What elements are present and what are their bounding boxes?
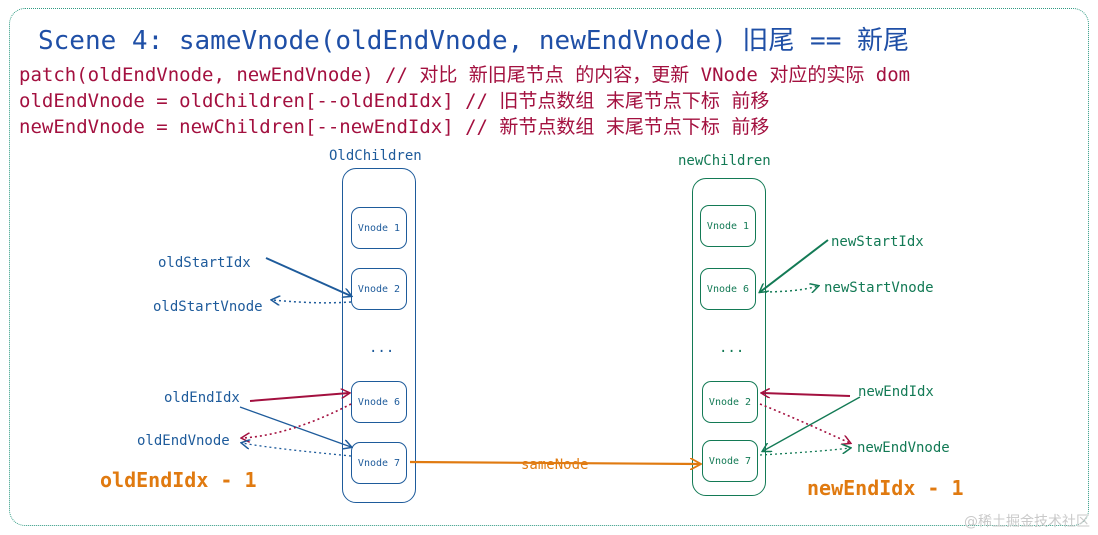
- new-node-2: Vnode 2: [702, 381, 758, 423]
- new-start-idx-label: newStartIdx: [831, 234, 924, 250]
- scene-title: Scene 4: sameVnode(oldEndVnode, newEndVn…: [38, 26, 910, 56]
- old-end-idx-minus-label: oldEndIdx - 1: [100, 468, 257, 492]
- old-node-6: Vnode 6: [351, 381, 407, 423]
- new-children-column: [692, 178, 766, 496]
- arrow-new-start-vnode: [759, 286, 818, 292]
- arrow-new-end-vnode-next: [759, 448, 850, 456]
- code-line-patch: patch(oldEndVnode, newEndVnode) // 对比 新旧…: [19, 64, 911, 86]
- arrow-old-start-vnode: [272, 300, 352, 303]
- same-node-label: sameNode: [519, 457, 591, 473]
- old-node-7: Vnode 7: [351, 442, 407, 484]
- arrow-old-start-idx: [265, 257, 351, 296]
- old-ellipsis: ...: [369, 340, 395, 356]
- new-node-6: Vnode 6: [700, 268, 756, 310]
- new-end-vnode-label: newEndVnode: [857, 440, 950, 456]
- old-start-idx-label: oldStartIdx: [158, 255, 251, 271]
- diagram-frame: [9, 8, 1089, 526]
- arrow-old-end-vnode: [242, 403, 352, 438]
- new-children-label: newChildren: [678, 153, 771, 169]
- arrow-same-node: [409, 462, 700, 464]
- new-ellipsis: ...: [719, 340, 745, 356]
- arrow-new-end-vnode: [759, 403, 850, 443]
- watermark: @稀土掘金技术社区: [964, 514, 1090, 530]
- code-line-new-end: newEndVnode = newChildren[--newEndIdx] /…: [19, 116, 770, 138]
- arrow-new-start-idx: [760, 239, 829, 292]
- arrow-new-end-idx: [762, 393, 851, 396]
- old-children-column: [342, 168, 416, 503]
- old-children-label: OldChildren: [329, 148, 422, 164]
- arrow-old-end-vnode-next: [242, 443, 352, 457]
- new-end-idx-label: newEndIdx: [858, 384, 934, 400]
- new-node-1: Vnode 1: [700, 205, 756, 247]
- old-end-vnode-label: oldEndVnode: [137, 433, 230, 449]
- code-line-old-end: oldEndVnode = oldChildren[--oldEndIdx] /…: [19, 90, 770, 112]
- new-node-7: Vnode 7: [702, 440, 758, 482]
- old-end-idx-label: oldEndIdx: [164, 390, 240, 406]
- arrow-new-end-idx-next: [763, 396, 861, 451]
- old-node-1: Vnode 1: [351, 207, 407, 249]
- old-start-vnode-label: oldStartVnode: [153, 299, 263, 315]
- new-start-vnode-label: newStartVnode: [824, 280, 934, 296]
- new-end-idx-minus-label: newEndIdx - 1: [807, 476, 964, 500]
- arrow-old-end-idx: [249, 393, 349, 402]
